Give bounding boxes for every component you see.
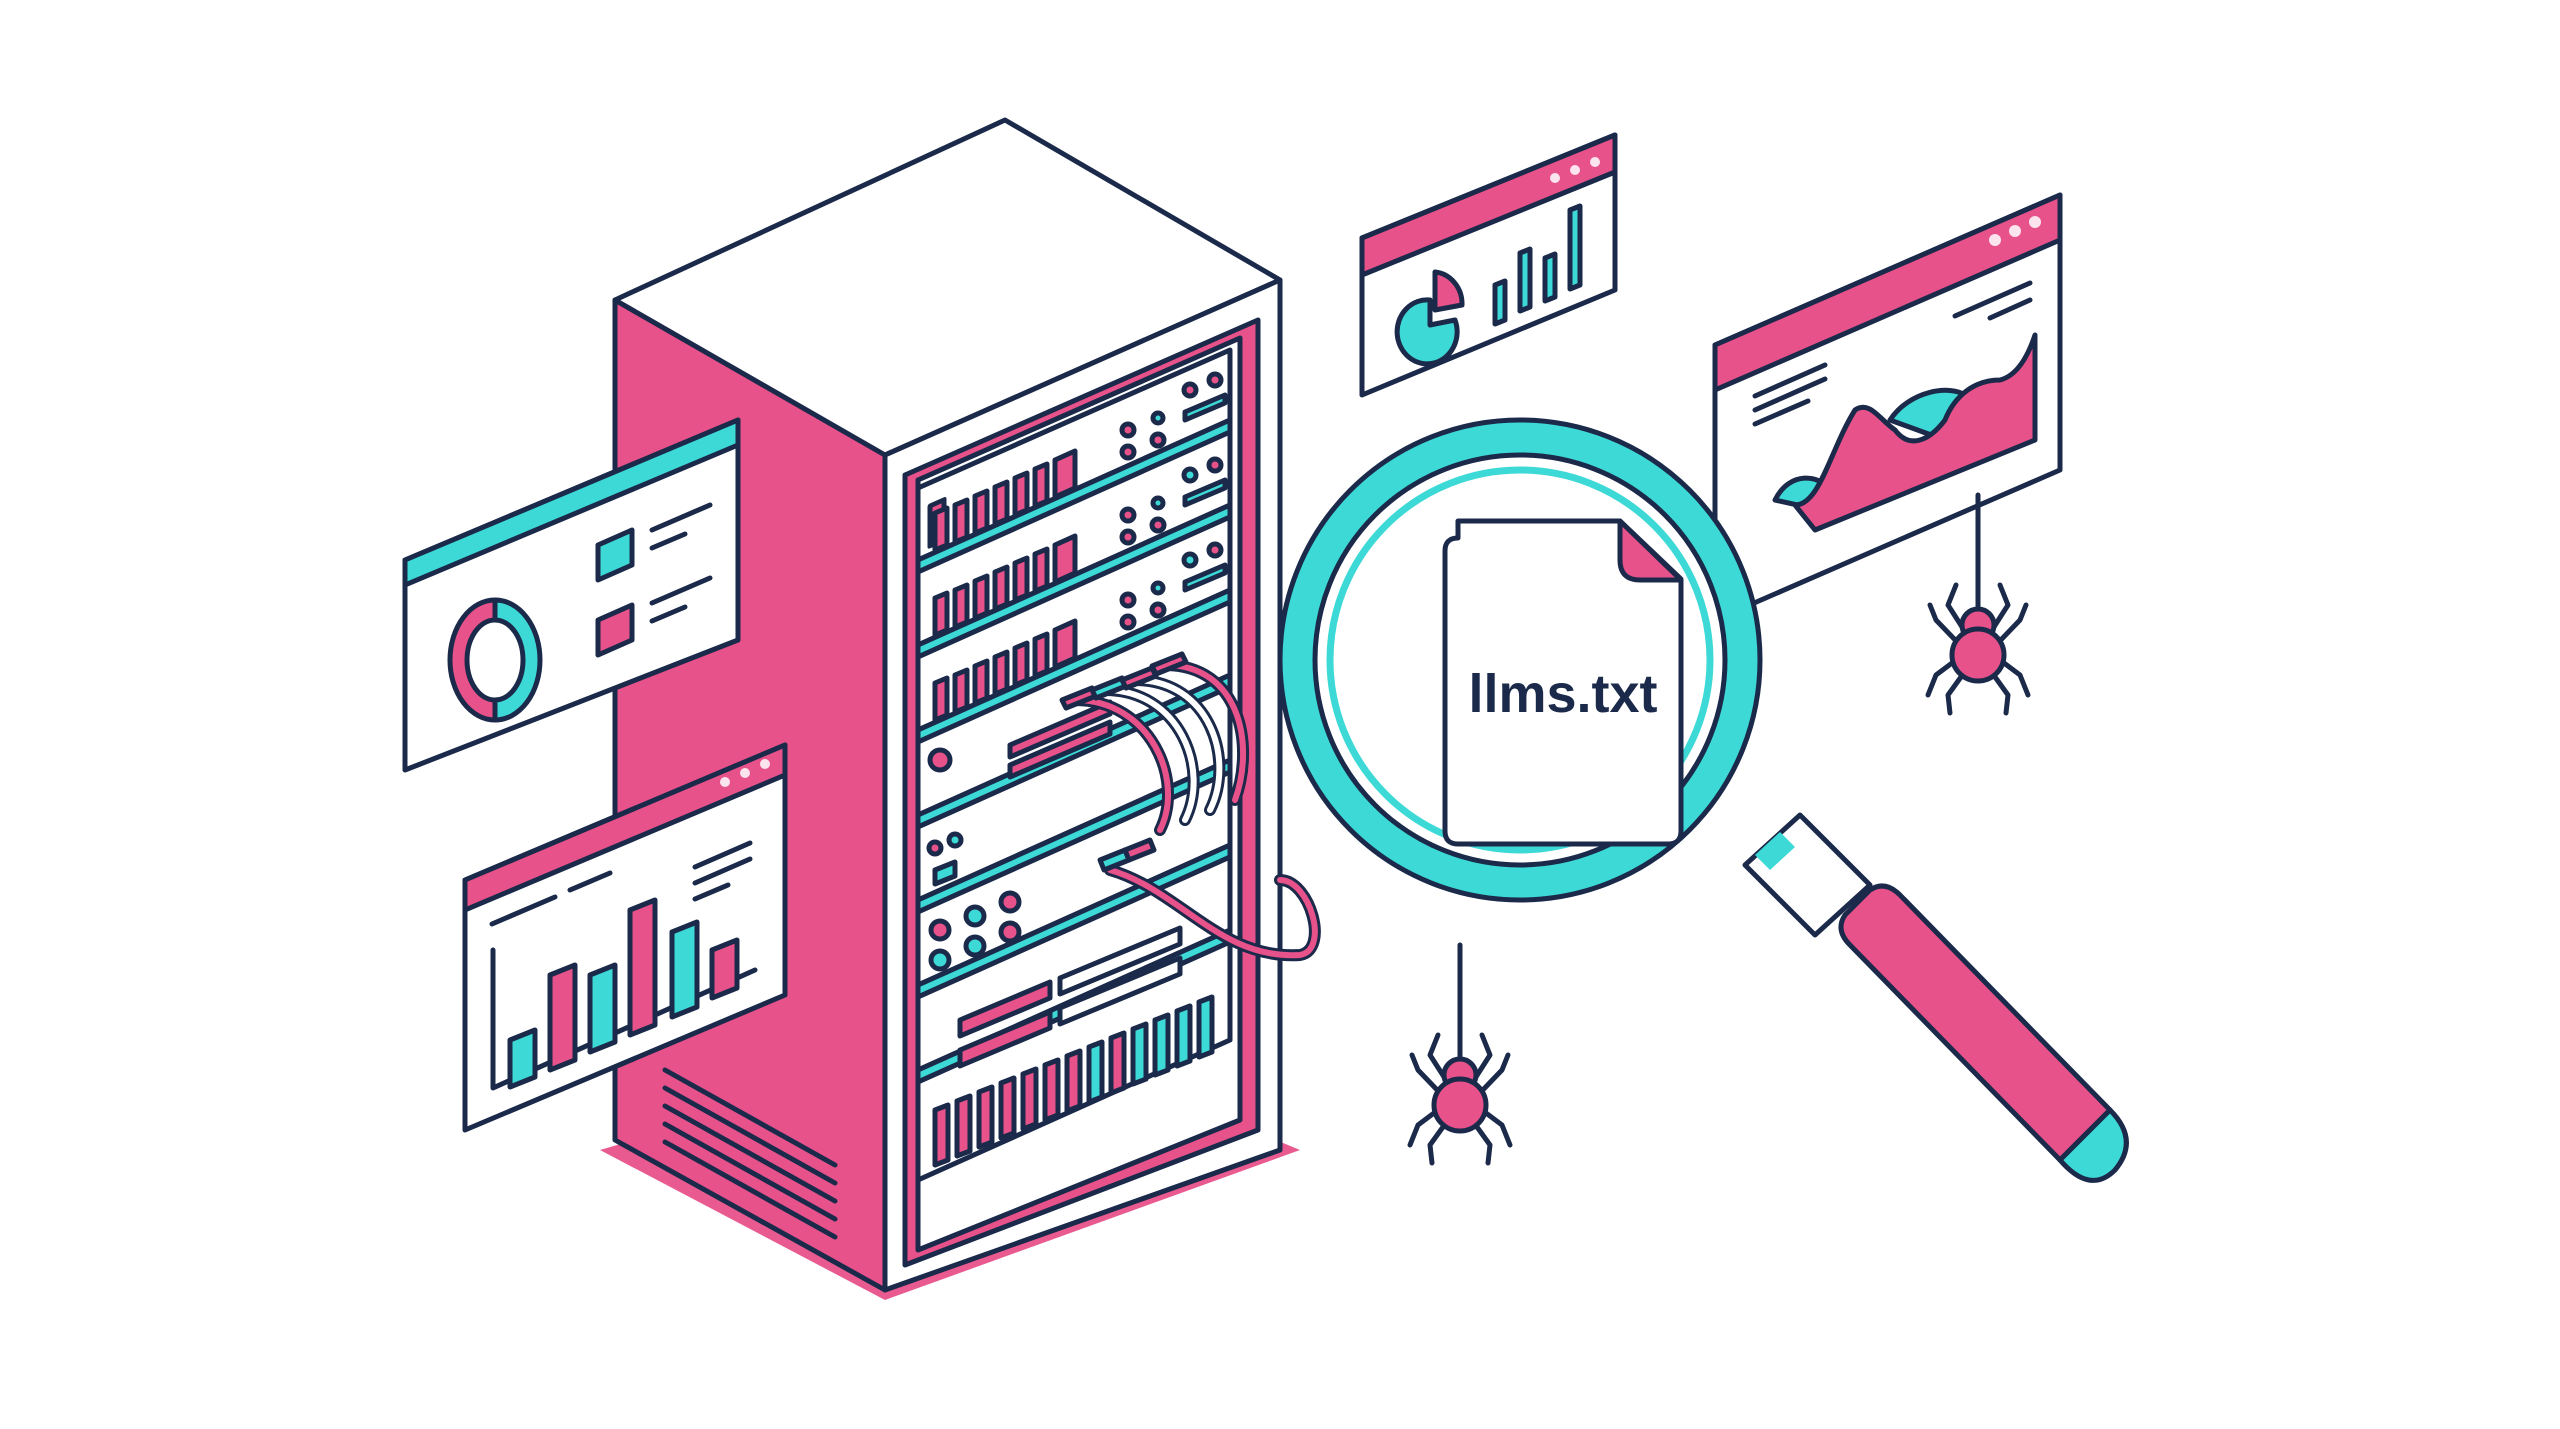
spider-icon — [1925, 492, 2031, 716]
dashboard-window-pie — [1359, 132, 1618, 398]
legend-swatch-pink — [595, 602, 635, 658]
filename-label: llms.txt — [1468, 664, 1657, 724]
patch-cables — [926, 651, 1321, 1168]
window-controls — [1989, 216, 2041, 246]
drive-bays — [932, 448, 1078, 723]
legend-swatch-teal — [595, 527, 635, 583]
status-leds — [1119, 371, 1228, 631]
pie-chart-icon — [1394, 269, 1465, 367]
donut-chart-icon — [447, 597, 543, 723]
file-document-icon: llms.txt — [1442, 518, 1684, 847]
dashboard-window-bars — [462, 742, 788, 1133]
bar-chart-icon — [507, 897, 740, 1090]
dashboard-window-donut — [402, 417, 741, 773]
dashboard-window-area — [1712, 192, 2063, 623]
spider-icon — [1407, 942, 1513, 1166]
magnifying-glass-icon: llms.txt — [1277, 417, 2129, 1183]
area-chart-icon — [1772, 332, 2038, 533]
bar-chart-icon — [1492, 203, 1583, 327]
window-controls — [720, 759, 770, 787]
server-rack-icon — [600, 117, 1321, 1300]
window-controls — [1550, 157, 1600, 183]
